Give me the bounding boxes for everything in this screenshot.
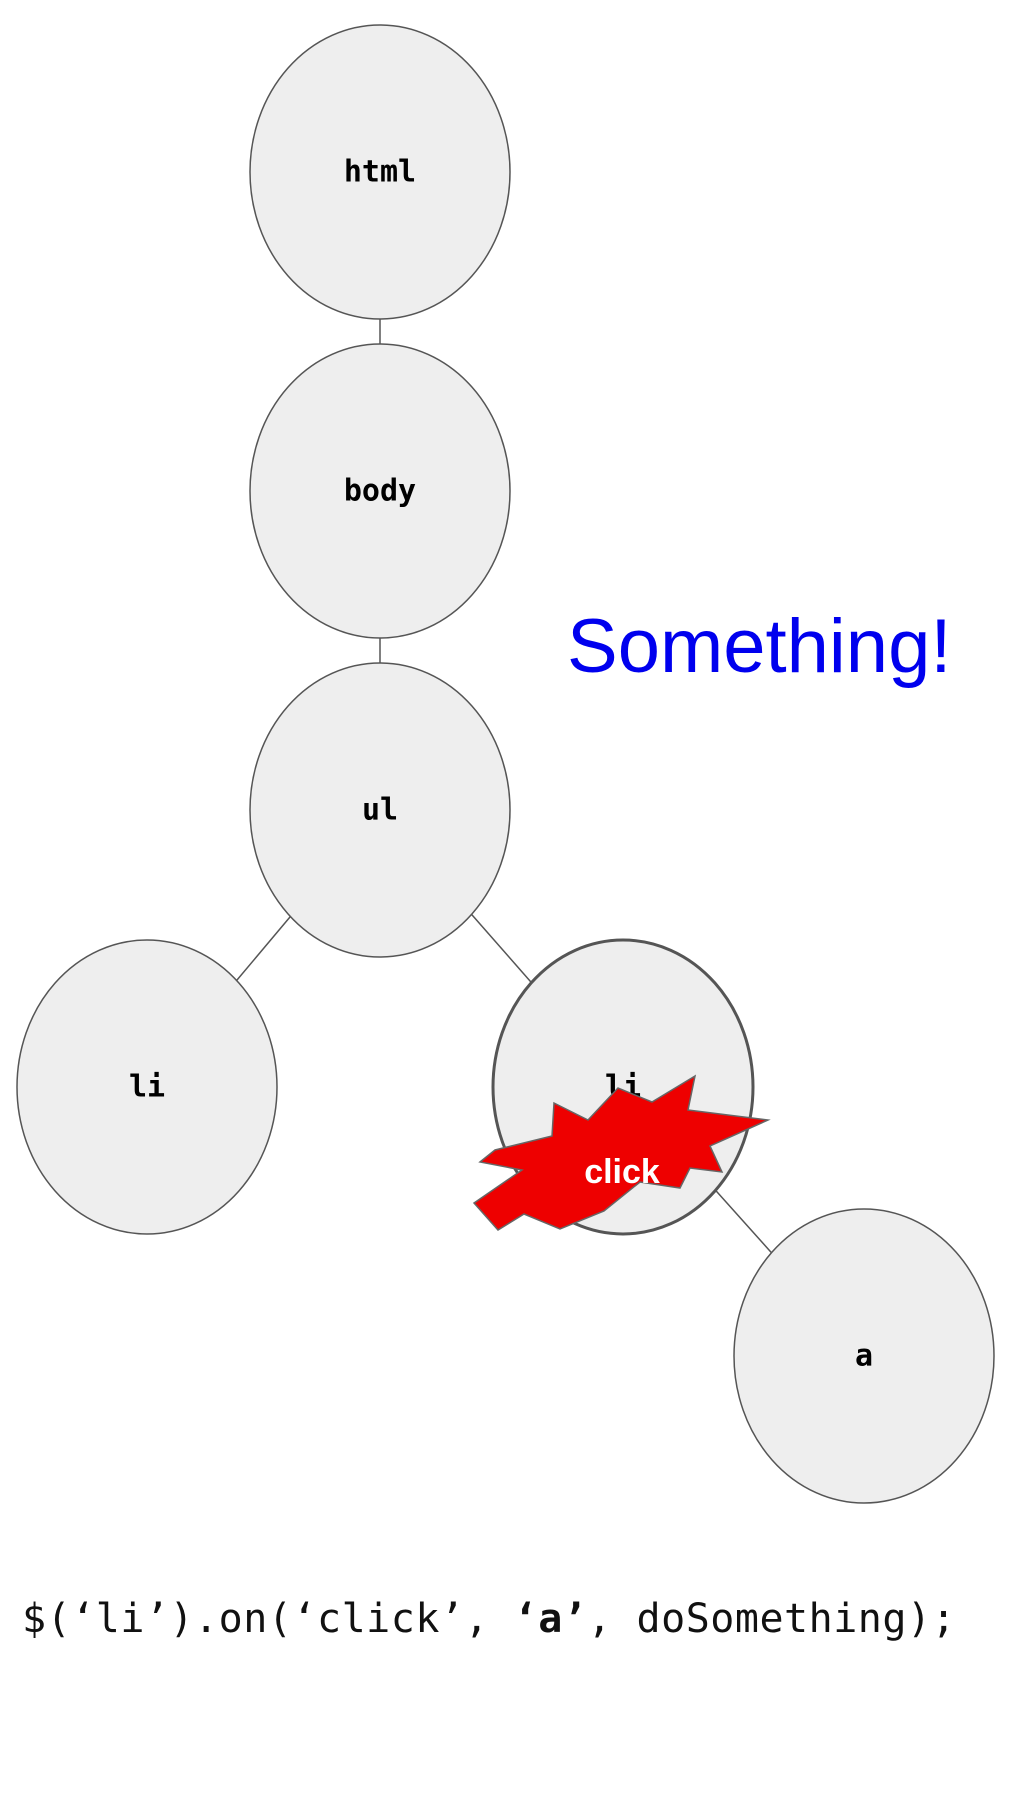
node-li_left: li bbox=[16, 939, 278, 1235]
node-body-circle bbox=[249, 343, 511, 639]
edge-li_right-to-a bbox=[714, 1189, 773, 1254]
node-body: body bbox=[249, 343, 511, 639]
click-event-burst: click bbox=[472, 1074, 771, 1231]
node-body-label: body bbox=[344, 474, 416, 509]
node-html: html bbox=[249, 24, 511, 320]
code-prefix: $(‘li’).on(‘click’, bbox=[22, 1596, 514, 1642]
click-burst-shape bbox=[472, 1074, 771, 1231]
node-ul-label: ul bbox=[362, 793, 398, 828]
click-burst-label: click bbox=[584, 1153, 660, 1191]
node-a: a bbox=[733, 1208, 995, 1504]
edge-ul-to-li_right bbox=[470, 913, 533, 984]
code-selector: ‘a’ bbox=[513, 1596, 588, 1642]
node-ul-circle bbox=[249, 662, 511, 958]
node-li_left-label: li bbox=[129, 1070, 165, 1105]
node-ul: ul bbox=[249, 662, 511, 958]
code-snippet: $(‘li’).on(‘click’, ‘a’, doSomething); bbox=[22, 1596, 956, 1642]
callout-something: Something! bbox=[567, 604, 951, 689]
code-suffix: , doSomething); bbox=[587, 1596, 957, 1642]
node-html-circle bbox=[249, 24, 511, 320]
node-li_left-circle bbox=[16, 939, 278, 1235]
edges-layer bbox=[236, 319, 773, 1254]
node-a-label: a bbox=[855, 1339, 873, 1374]
edge-ul-to-li_left bbox=[236, 916, 291, 981]
node-a-circle bbox=[733, 1208, 995, 1504]
node-html-label: html bbox=[344, 155, 416, 190]
